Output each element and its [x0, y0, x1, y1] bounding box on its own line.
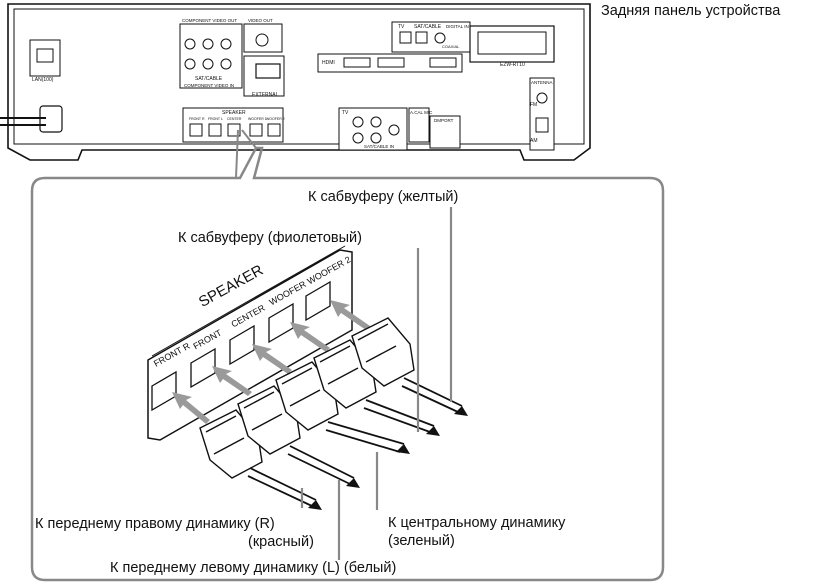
sat-cable-top-label: SAT/CABLE	[414, 24, 441, 30]
center-label: CENTER	[227, 117, 241, 122]
sat-cable-label: SAT/CABLE	[195, 76, 222, 82]
front-l-label: FRONT L	[208, 117, 223, 122]
sat-cable-in-label: SAT/CABLE IN	[364, 144, 394, 149]
center-caption-2: (зеленый)	[388, 533, 455, 550]
tv-audio-label: TV	[342, 110, 348, 116]
woofer2-label: WOOFER 2	[266, 117, 285, 122]
lan-label: LAN(100)	[32, 77, 53, 83]
video-out-label: VIDEO OUT	[248, 18, 273, 24]
rear-panel	[0, 4, 590, 160]
front-right-caption-1: К переднему правому динамику (R)	[35, 516, 275, 533]
ezw-label: EZW-RT10	[500, 62, 525, 68]
woofer-yellow-caption: К сабвуферу (желтый)	[308, 189, 458, 206]
rear-panel-caption: Задняя панель устройства	[601, 3, 780, 20]
front-r-label: FRONT R	[189, 117, 205, 122]
center-caption-1: К центральному динамику	[388, 515, 565, 532]
speaker-label: SPEAKER	[222, 110, 246, 116]
dmport-label: DMPORT	[434, 118, 453, 123]
component-video-in-label: COMPONENT VIDEO IN	[184, 83, 234, 89]
front-right-caption-2: (красный)	[248, 534, 314, 551]
fm-label: FM	[530, 102, 537, 108]
digital-in-label: DIGITAL IN	[446, 24, 469, 30]
woofer1-label: WOOFER 1	[248, 117, 267, 122]
am-label: AM	[530, 138, 538, 144]
hdmi-label: HDMI	[322, 60, 335, 66]
a-cal-label: A.CAL MIC	[410, 110, 432, 115]
component-video-out-label: COMPONENT VIDEO OUT	[182, 18, 237, 24]
coaxial-label: COAXIAL	[442, 44, 459, 49]
cable-arrowheads	[308, 406, 468, 510]
external-label: EXTERNAL	[252, 92, 278, 98]
woofer-purple-caption: К сабвуферу (фиолетовый)	[178, 230, 362, 247]
tv-label: TV	[398, 24, 404, 30]
antenna-label: ANTENNA	[531, 80, 553, 86]
front-left-caption: К переднему левому динамику (L) (белый)	[110, 560, 396, 577]
